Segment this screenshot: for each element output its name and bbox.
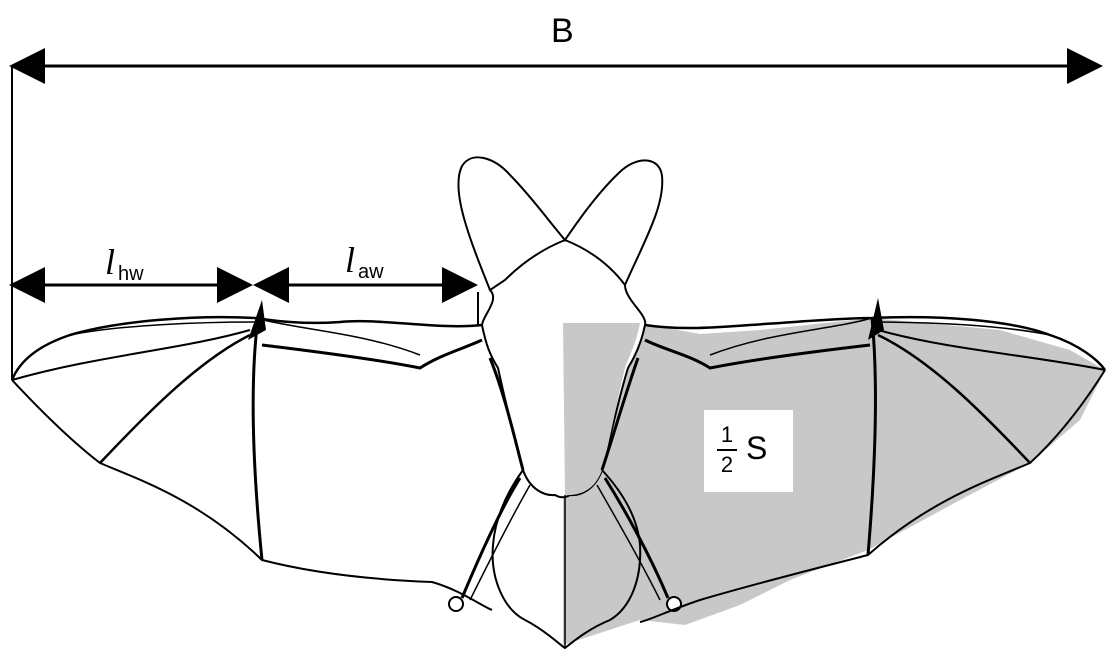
arm-wing-symbol: l: [345, 240, 356, 280]
left-foot: [448, 596, 464, 612]
wingspan-label: B: [551, 12, 574, 50]
left-wing-body-edge: [488, 357, 525, 471]
left-digit-5: [251, 317, 264, 561]
right-arm: [644, 338, 871, 370]
right-forearm-bone: [709, 317, 873, 356]
left-digit-3: [11, 329, 251, 381]
right-wing-body-edge: [600, 357, 640, 471]
fraction-numerator: 1: [720, 422, 734, 447]
half-area-label-box: [704, 410, 793, 492]
half-fraction: 1 2: [717, 424, 737, 476]
left-arm: [261, 338, 483, 370]
left-forearm-bone: [254, 317, 421, 356]
hand-wing-symbol: l: [105, 242, 116, 282]
left-wing-leading-edge: [10, 315, 483, 381]
left-digit-4: [99, 333, 251, 464]
arm-wing-subscript: aw: [358, 261, 384, 283]
wing-area-symbol: S: [746, 430, 768, 466]
right-thumb: [868, 298, 884, 340]
right-digit-4: [877, 333, 1031, 464]
right-leg-inner: [596, 484, 661, 601]
body-right-half-shade: [563, 323, 640, 496]
right-digit-3: [877, 329, 1106, 371]
fraction-bar: [717, 449, 737, 451]
half-wing-area-shading: [563, 318, 1105, 645]
left-leg: [460, 477, 522, 599]
right-digit-5: [866, 317, 877, 556]
left-digit-2: [69, 321, 256, 336]
right-digit-2: [871, 321, 1051, 336]
hand-wing-subscript: hw: [118, 263, 144, 285]
left-wing-trailing-edge: [11, 379, 493, 611]
left-thumb: [248, 300, 266, 340]
fraction-denominator: 2: [720, 452, 734, 477]
left-leg-inner: [469, 484, 531, 601]
right-leg: [603, 477, 670, 599]
